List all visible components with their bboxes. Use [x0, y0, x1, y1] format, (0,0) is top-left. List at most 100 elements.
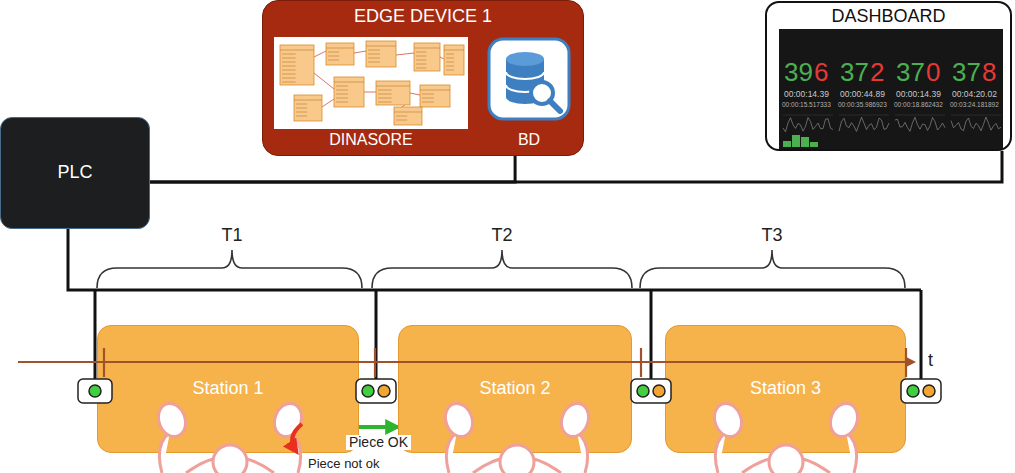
operator-figure-part-part	[441, 400, 477, 441]
kpi-value: 8	[982, 58, 996, 87]
timeline-axis-part	[374, 348, 376, 377]
time-brace-part	[97, 250, 362, 288]
operator-figure-part-part	[500, 445, 534, 473]
node-text: DINASORE	[329, 131, 413, 149]
function-block-diagram-part-part	[334, 82, 364, 102]
function-block-diagram-part-part	[326, 48, 354, 60]
operator-figure-part-part	[846, 432, 857, 473]
time-value: 00:00:15.517333	[782, 101, 831, 108]
operator-figure-part-part	[159, 432, 170, 473]
dashboard-screen-part	[783, 141, 791, 147]
operator-figure-part-part	[715, 432, 726, 473]
function-block-diagram-part-part	[420, 90, 450, 102]
database-box: BD	[485, 37, 573, 151]
time-value: 00:00:18.862432	[894, 101, 943, 108]
dashboard-screen-part	[951, 115, 1001, 116]
function-block-diagram-part-part	[394, 112, 422, 120]
kpi-value: 37	[952, 58, 981, 87]
operator-figure-part-part	[577, 432, 588, 473]
operator-figure-part	[441, 400, 593, 473]
operator-figure-part-part	[186, 457, 274, 473]
software-box: DINASORE	[273, 37, 469, 151]
dashboard-screen-part	[801, 137, 809, 147]
time-value: 00:00:35.986923	[838, 101, 887, 108]
function-block-diagram-part	[314, 73, 334, 89]
function-block-diagram-part-part	[376, 86, 410, 102]
time-value: 00:04:20.02	[952, 90, 997, 99]
function-block-diagram-part-part	[280, 50, 314, 82]
dashboard-screen-part	[895, 115, 945, 116]
database-icon	[486, 37, 572, 123]
operator-figure-part-part	[446, 432, 457, 473]
function-block-diagram-part-part	[334, 77, 364, 107]
node-text: PLC	[57, 163, 92, 183]
plc-bus-wire-part	[920, 290, 923, 379]
function-block-diagram-part	[440, 57, 444, 59]
time-span-label: T1	[221, 226, 242, 246]
operator-figure-part-part	[473, 457, 561, 473]
operator-figure-part-part	[213, 445, 247, 473]
function-block-diagram-part-part	[294, 100, 322, 116]
dashboard-screen-part	[783, 118, 833, 132]
timeline-axis	[18, 348, 914, 377]
node-text: EDGE DEVICE 1	[354, 7, 492, 27]
function-block-diagram-part-part	[376, 81, 410, 105]
time-value: 00:00:14.39	[784, 90, 829, 99]
function-block-diagram-part-part	[366, 41, 396, 67]
dashboard-screen-part	[839, 117, 889, 131]
database-icon-part	[489, 39, 569, 119]
flow-arrow	[359, 425, 398, 429]
status-light-part	[378, 385, 390, 397]
function-block-diagram-part	[394, 107, 422, 125]
function-block-diagram-part	[274, 37, 468, 129]
time-span-label: T3	[761, 226, 782, 246]
function-block-diagram-part	[376, 81, 410, 105]
time-span-label: T2	[491, 226, 512, 246]
function-block-diagram-part	[410, 93, 420, 95]
status-light-part	[907, 385, 919, 397]
function-block-diagram-part-part	[414, 43, 440, 71]
function-block-diagram-part-part	[326, 43, 354, 65]
node-text: BD	[518, 131, 540, 149]
dashboard-screen	[779, 29, 1003, 149]
database-icon-part	[506, 52, 544, 66]
kpi-value: 2	[870, 58, 884, 87]
operator-figure-part	[154, 400, 306, 473]
dashboard-screen-part	[783, 115, 833, 116]
kpi-value: 39	[784, 58, 813, 87]
status-light-part	[653, 385, 665, 397]
node-text: Station 1	[192, 379, 263, 399]
timeline-axis-part	[905, 348, 907, 377]
function-block-diagram-part-part	[294, 95, 322, 121]
operator-figure-part-part	[710, 400, 746, 441]
operator-figure-part-part	[270, 400, 306, 441]
device-box: EDGE DEVICE 1 DINASORE BD	[262, 0, 584, 156]
status-light-part	[362, 385, 374, 397]
timeline-axis-part	[640, 348, 642, 377]
timeline-axis-part	[18, 361, 914, 363]
station-box: Station 3	[665, 325, 906, 453]
timeline-axis-part	[103, 348, 105, 377]
dashboard-screen-part	[779, 29, 1003, 149]
function-block-diagram-part	[334, 77, 364, 107]
station-box: Station 1	[97, 325, 359, 453]
operator-figure-part-part	[769, 445, 803, 473]
operator-figure-part	[710, 400, 862, 473]
time-value: 00:03:24.181892	[950, 101, 999, 108]
status-light-part	[901, 379, 941, 403]
network-wire	[150, 156, 515, 182]
time-value: 00:00:44.89	[840, 90, 885, 99]
plc-bus-wire-part	[650, 290, 653, 379]
status-light-part	[637, 385, 649, 397]
time-value: 00:00:14.39	[896, 90, 941, 99]
dashboard-screen-part	[810, 142, 818, 147]
node-text: Station 3	[750, 379, 821, 399]
database-icon-part	[550, 101, 560, 111]
edge-label: Piece OK	[346, 435, 411, 450]
function-block-diagram-part	[444, 45, 464, 75]
kpi-value: 37	[896, 58, 925, 87]
status-light-part	[631, 379, 671, 403]
function-block-diagram-part	[280, 45, 314, 85]
function-block-diagram-part-part	[444, 45, 464, 75]
operator-figure-part-part	[557, 400, 593, 441]
